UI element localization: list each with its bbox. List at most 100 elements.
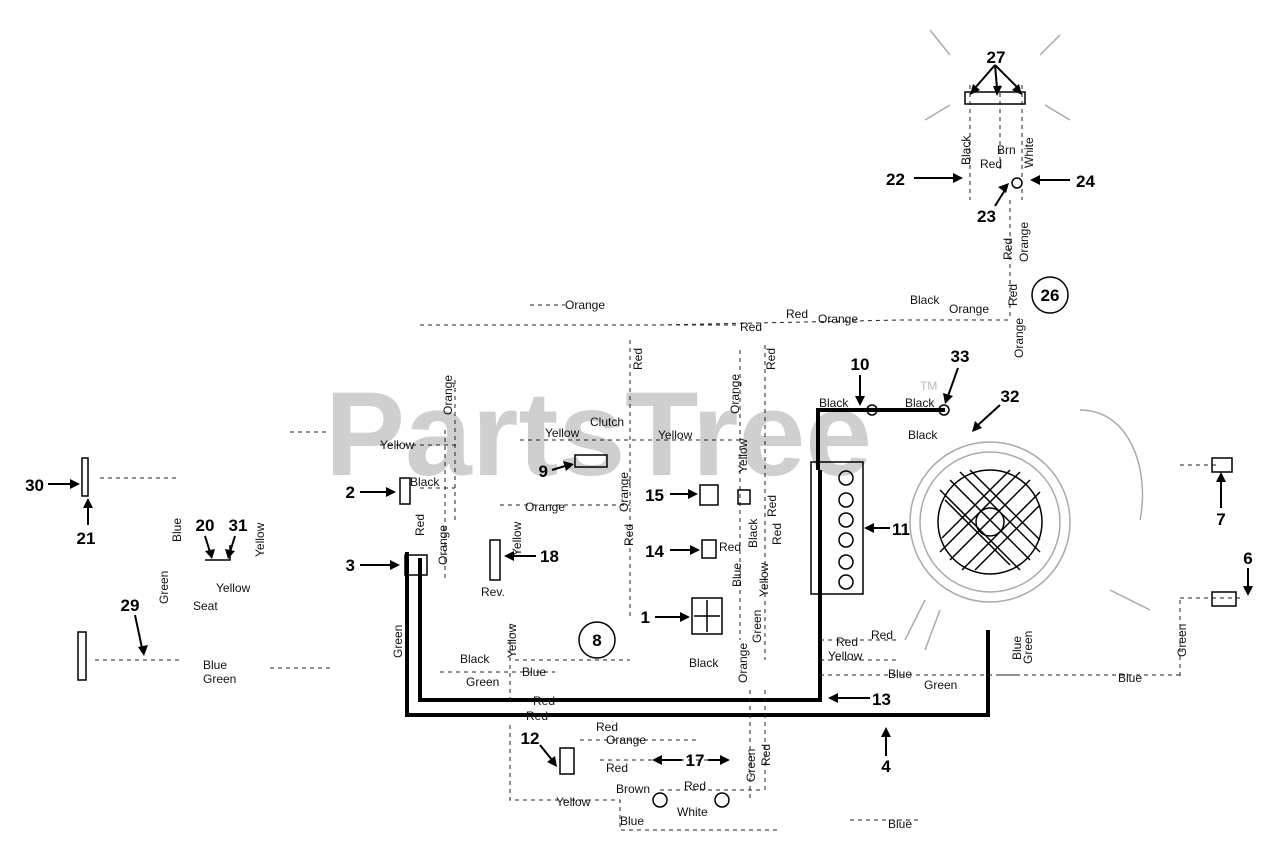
label-red-v3: Red [770,523,784,545]
label-seat: Seat [193,599,218,613]
label-green-6: Green [1175,624,1189,657]
label-orange-v2: Orange [728,374,742,414]
callout-33: 33 [951,347,970,366]
engine-flywheel [904,409,1151,651]
label-red-24: Red [1001,238,1015,260]
label-clutch: Clutch [590,415,624,429]
callout-20: 20 [196,516,215,535]
label-blue-11: Blue [888,667,912,681]
callout-4: 4 [881,757,891,776]
label-orange-top: Orange [565,298,605,312]
label-green-17: Green [744,749,758,782]
label-red-v2: Red [764,348,778,370]
battery-block [810,461,864,595]
label-blue-gen: Blue [1010,636,1024,660]
label-black-33: Black [905,396,935,410]
label-orange-v1: Orange [441,375,455,415]
label-blue-left: Blue [170,518,184,542]
callout-9: 9 [539,462,548,481]
label-orange-9v: Orange [617,472,631,512]
callout-2: 2 [346,483,355,502]
callout-13: 13 [872,690,891,709]
callout-12: 12 [521,729,540,748]
callout-7: 7 [1216,510,1225,529]
callout-10: 10 [851,355,870,374]
label-black-8: Black [689,656,719,670]
label-red-11a: Red [836,635,858,649]
label-blue-12: Blue [522,665,546,679]
callout-22: 22 [886,170,905,189]
label-green-gen: Green [1021,631,1035,664]
label-blue-12b: Blue [620,814,644,828]
label-orange-12: Orange [606,733,646,747]
label-red-17: Red [684,779,706,793]
label-red-12: Red [596,720,618,734]
label-orange-8: Orange [736,643,750,683]
label-blue-right: Blue [1118,671,1142,685]
label-yellow-v2: Yellow [757,562,771,597]
label-black-27: Black [959,135,973,165]
label-black-2: Black [410,475,440,489]
label-red-top2: Red [786,307,808,321]
callout-30: 30 [25,476,44,495]
label-red-top1: Red [740,320,762,334]
callout-6: 6 [1243,549,1252,568]
label-red-v1: Red [631,348,645,370]
label-white-27: White [1022,137,1036,168]
callout-14: 14 [645,542,664,561]
watermark-tm: TM [920,379,937,393]
callout-3: 3 [346,556,355,575]
label-yellow-18: Yellow [510,521,524,556]
wire-network [95,85,1240,831]
label-yellow-left: Yellow [380,438,415,452]
label-yellow-12: Yellow [505,623,519,658]
label-orange-top3: Orange [949,302,989,316]
label-black-32: Black [908,428,938,442]
callout-arrows [48,64,1253,767]
callout-8: 8 [592,631,601,650]
label-yellow-clutch: Yellow [545,426,580,440]
label-brown-12: Brown [616,782,650,796]
label-yellow-12b: Yellow [556,795,591,809]
label-black-10: Black [819,396,849,410]
callout-11: 11 [892,520,910,539]
components [77,29,1237,808]
label-orange-26: Orange [1012,318,1026,358]
label-red-3: Red [413,514,427,536]
label-yellow-20: Yellow [216,581,251,595]
label-black-12: Black [460,652,490,666]
label-green-29: Green [203,672,236,686]
watermark: PartsTree [325,367,872,501]
callout-29: 29 [121,596,140,615]
label-orange-9: Orange [525,500,565,514]
label-yellow-11: Yellow [828,649,863,663]
label-orange-24: Orange [1017,222,1031,262]
circle-8 [578,621,616,659]
label-green-11: Green [924,678,957,692]
label-green-3: Green [391,625,405,658]
label-red-27: Red [980,157,1002,171]
label-red-14b: Red [622,524,636,546]
label-brn-27: Brn [997,143,1016,157]
callout-23: 23 [977,207,996,226]
callout-31: 31 [229,516,248,535]
label-blue-v: Blue [730,563,744,587]
label-black-v: Black [746,518,760,548]
label-red-13: Red [533,694,555,708]
circle-26 [1031,276,1069,314]
label-yellow-v: Yellow [736,438,750,473]
label-blue-29: Blue [203,658,227,672]
callout-26: 26 [1041,286,1060,305]
callout-27: 27 [987,48,1006,67]
label-red-14: Red [719,540,741,554]
main-harness-13 [418,470,822,702]
label-yellow-clutch2: Yellow [658,428,693,442]
callout-21: 21 [77,529,96,548]
label-red-17b: Red [759,744,773,766]
label-orange-top2: Orange [818,312,858,326]
callout-24: 24 [1076,172,1095,191]
callout-1: 1 [641,608,650,627]
label-orange-3: Orange [436,525,450,565]
label-red-4: Red [526,709,548,723]
callout-17: 17 [686,751,705,770]
